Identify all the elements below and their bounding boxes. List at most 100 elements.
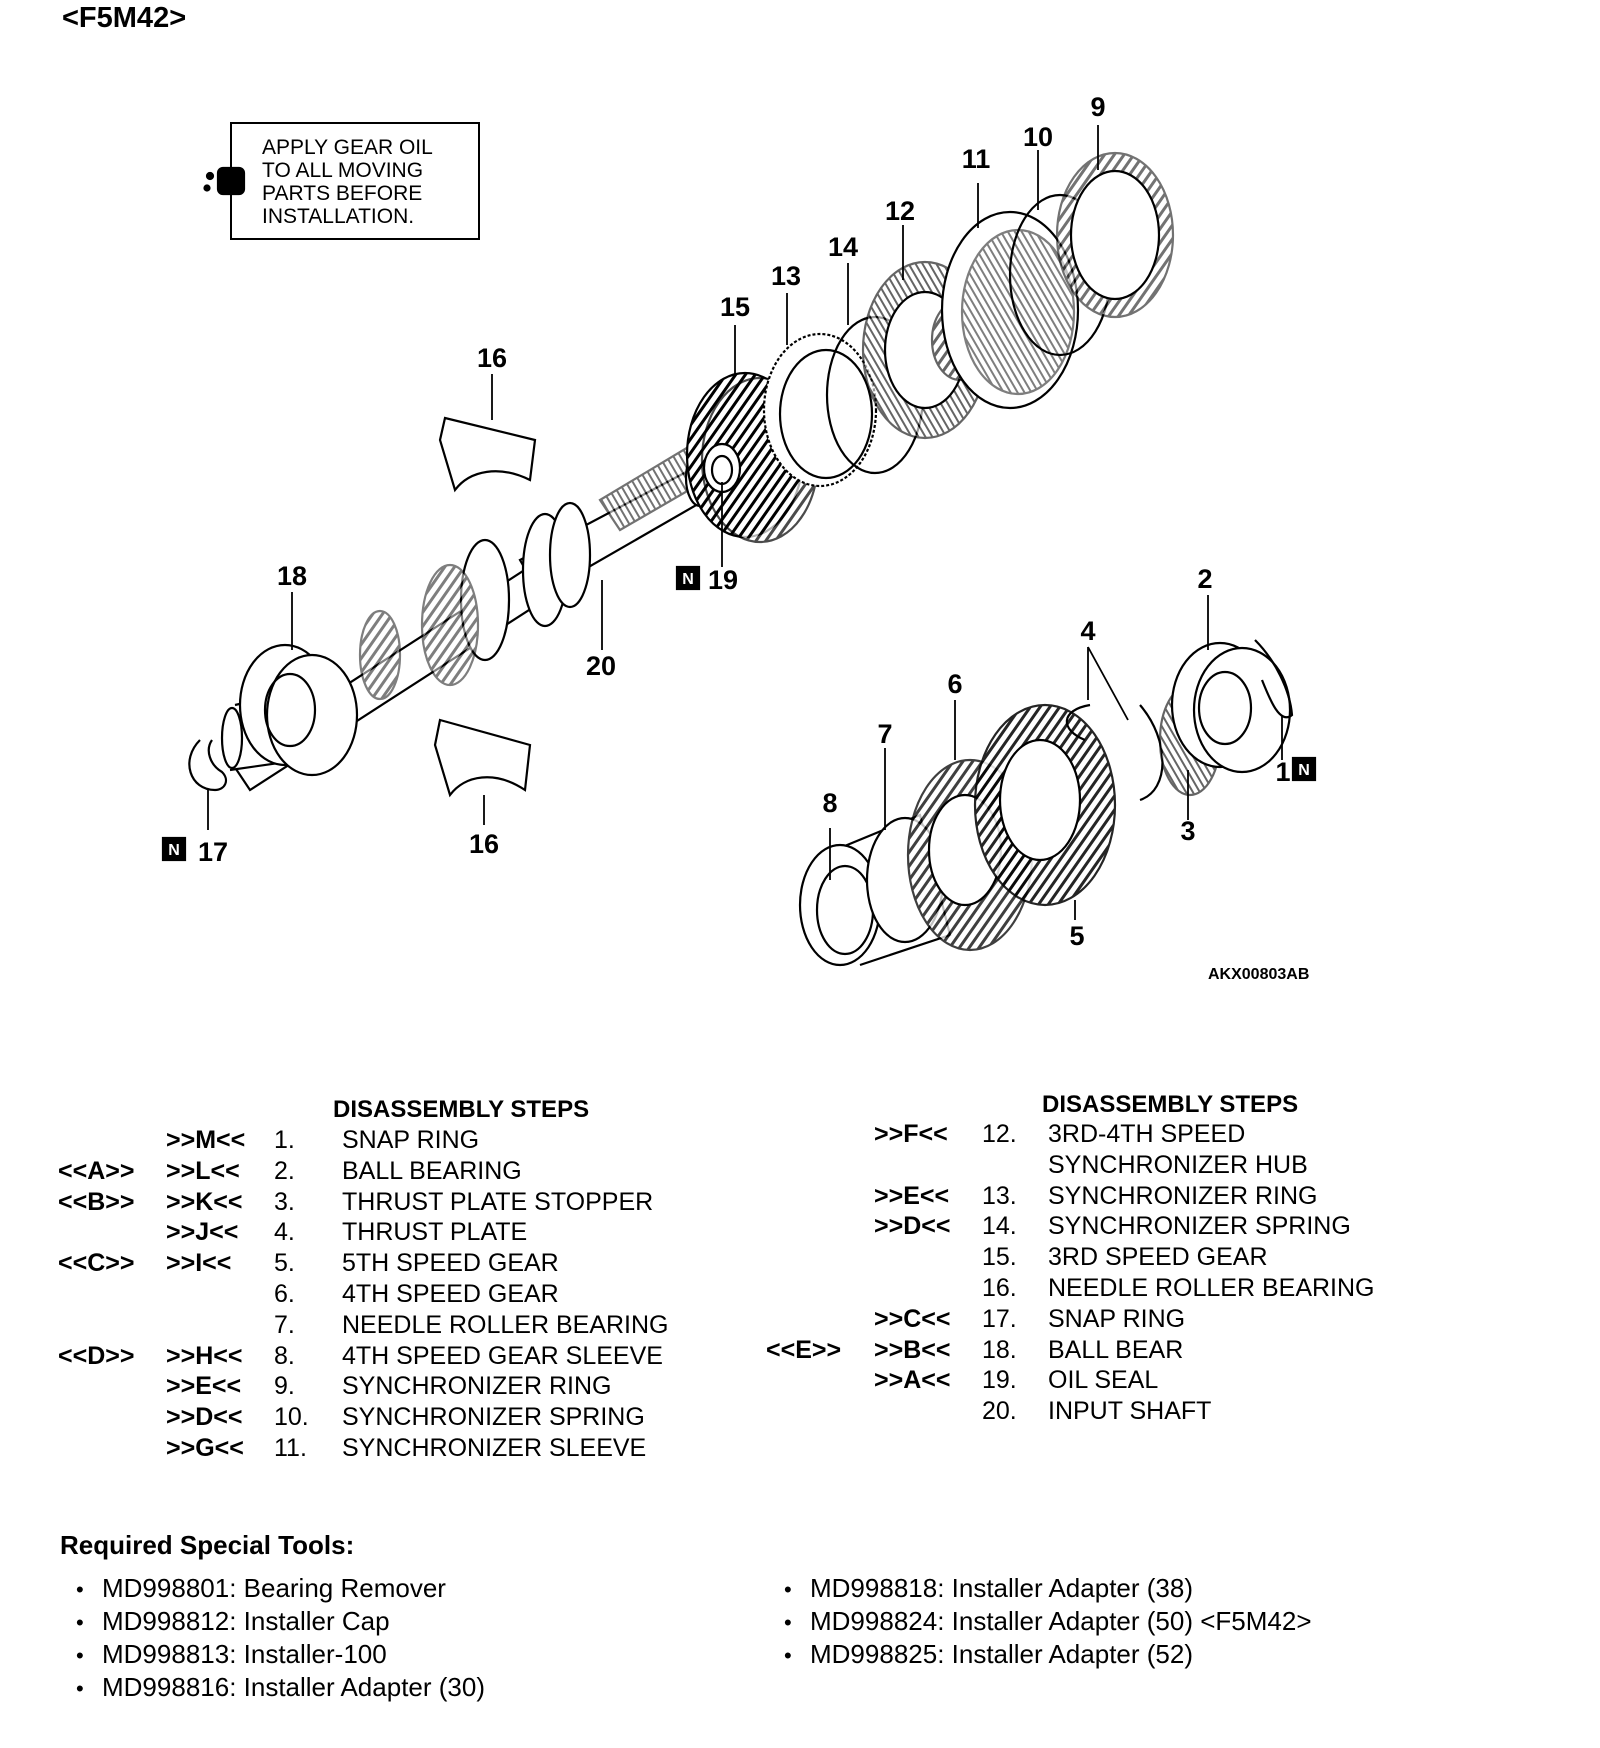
step-number: 10.	[274, 1403, 309, 1432]
tool-item: MD998824: Installer Adapter (50) <F5M42>	[784, 1605, 1312, 1638]
step-row: 16.NEEDLE ROLLER BEARING	[766, 1274, 1375, 1305]
step-name: 4TH SPEED GEAR	[342, 1279, 559, 1308]
callout-20: 20	[586, 651, 616, 681]
install-code: >>E<<	[166, 1372, 242, 1401]
install-code	[874, 1274, 982, 1305]
install-code	[874, 1243, 982, 1274]
step-name: INPUT SHAFT	[1048, 1397, 1212, 1426]
step-name: NEEDLE ROLLER BEARING	[342, 1310, 669, 1339]
step-row: >>D<<14.SYNCHRONIZER SPRING	[766, 1212, 1375, 1243]
ball-bearing-18-part	[238, 643, 359, 777]
step-number: 5.	[274, 1249, 295, 1278]
step-row: >>A<<19.OIL SEAL	[766, 1366, 1375, 1397]
install-code: >>K<<	[166, 1187, 243, 1216]
callout-7: 7	[877, 719, 892, 749]
step-row: 6. 4TH SPEED GEAR	[58, 1280, 669, 1311]
step-row: >>D<<10.SYNCHRONIZER SPRING	[58, 1403, 669, 1434]
removal-code: <<C>>	[58, 1249, 135, 1278]
step-name: SYNCHRONIZER HUB	[1048, 1150, 1308, 1179]
tools-list-right: MD998818: Installer Adapter (38)MD998824…	[784, 1572, 1312, 1671]
callout-4: 4	[1080, 616, 1095, 646]
callout-8: 8	[822, 788, 837, 818]
install-code: >>G<<	[166, 1433, 244, 1462]
step-row: SYNCHRONIZER HUB	[766, 1151, 1375, 1182]
removal-code	[58, 1126, 166, 1157]
step-row: >>F<<12.3RD-4TH SPEED	[766, 1120, 1375, 1151]
step-number: 6.	[274, 1279, 295, 1308]
install-code: >>I<<	[166, 1249, 232, 1278]
removal-code: <<D>>	[58, 1341, 135, 1370]
step-name: 4TH SPEED GEAR SLEEVE	[342, 1341, 663, 1370]
n-badge-19-label: N	[682, 571, 694, 588]
step-row: <<A>>>>L<<2.BALL BEARING	[58, 1157, 669, 1188]
steps-left-title: DISASSEMBLY STEPS	[333, 1096, 590, 1123]
removal-code	[766, 1212, 874, 1243]
step-row: >>J<<4.THRUST PLATE	[58, 1218, 669, 1249]
removal-code	[766, 1151, 874, 1182]
install-code	[166, 1311, 274, 1342]
callout-17: 17	[198, 837, 228, 867]
removal-code	[58, 1280, 166, 1311]
step-number: 4.	[274, 1218, 295, 1247]
removal-code: <<A>>	[58, 1156, 135, 1185]
install-code: >>A<<	[874, 1366, 951, 1395]
tool-item: MD998816: Installer Adapter (30)	[76, 1671, 485, 1704]
tools-heading: Required Special Tools:	[60, 1530, 355, 1560]
step-number: 3.	[274, 1187, 295, 1216]
install-code: >>C<<	[874, 1304, 951, 1333]
install-code: >>H<<	[166, 1341, 243, 1370]
snap-ring-17-part	[188, 739, 228, 792]
step-name: SNAP RING	[1048, 1304, 1186, 1333]
tool-item: MD998801: Bearing Remover	[76, 1572, 485, 1605]
removal-code	[58, 1434, 166, 1465]
removal-code	[58, 1372, 166, 1403]
tools-list-left: MD998801: Bearing RemoverMD998812: Insta…	[76, 1572, 485, 1704]
install-code	[874, 1397, 982, 1428]
install-code: >>J<<	[166, 1218, 239, 1247]
step-row: >>E<<9.SYNCHRONIZER RING	[58, 1372, 669, 1403]
step-row: <<B>>>>K<<3.THRUST PLATE STOPPER	[58, 1188, 669, 1219]
n-badge-19	[675, 565, 701, 591]
step-number: 18.	[982, 1335, 1017, 1364]
step-number: 16.	[982, 1273, 1017, 1302]
steps-right-title: DISASSEMBLY STEPS	[1042, 1091, 1299, 1118]
step-number: 20.	[982, 1397, 1017, 1426]
step-name: 3RD SPEED GEAR	[1048, 1243, 1268, 1272]
thrust-plate-4-part	[1065, 703, 1091, 742]
removal-code: <<B>>	[58, 1187, 135, 1216]
step-number	[982, 1151, 1048, 1182]
step-row: >>G<<11.SYNCHRONIZER SLEEVE	[58, 1434, 669, 1465]
step-name: BALL BEAR	[1048, 1335, 1184, 1364]
step-name: OIL SEAL	[1048, 1366, 1159, 1395]
tool-item: MD998818: Installer Adapter (38)	[784, 1572, 1312, 1605]
step-number: 13.	[982, 1181, 1017, 1210]
n-badge-17	[161, 836, 187, 862]
removal-code	[766, 1274, 874, 1305]
tool-item: MD998813: Installer-100	[76, 1638, 485, 1671]
callout-16-upper: 16	[477, 343, 507, 373]
step-number: 7.	[274, 1310, 295, 1339]
figure-code: AKX00803AB	[1208, 966, 1310, 983]
oil-note-line-4: INSTALLATION.	[262, 205, 415, 228]
removal-code	[766, 1120, 874, 1151]
removal-code: <<E>>	[766, 1335, 842, 1364]
step-row: 15.3RD SPEED GEAR	[766, 1243, 1375, 1274]
step-row: 20. INPUT SHAFT	[766, 1397, 1375, 1428]
removal-code	[766, 1397, 874, 1428]
removal-code	[58, 1311, 166, 1342]
callout-6: 6	[947, 669, 962, 699]
step-name: SYNCHRONIZER SLEEVE	[342, 1433, 647, 1462]
removal-code	[766, 1366, 874, 1397]
callout-19: 19	[708, 565, 738, 595]
install-code: >>D<<	[166, 1403, 243, 1432]
install-code: >>E<<	[874, 1181, 950, 1210]
step-row: >>E<<13.SYNCHRONIZER RING	[766, 1182, 1375, 1213]
callout-18: 18	[277, 561, 307, 591]
steps-left-table: >>M<<1.SNAP RING<<A>>>>L<<2.BALL BEARING…	[58, 1126, 669, 1465]
removal-code	[58, 1218, 166, 1249]
tool-item: MD998825: Installer Adapter (52)	[784, 1638, 1312, 1671]
removal-code	[766, 1243, 874, 1274]
callout-1: 1	[1275, 757, 1290, 787]
oil-seal-19-part	[710, 454, 734, 486]
